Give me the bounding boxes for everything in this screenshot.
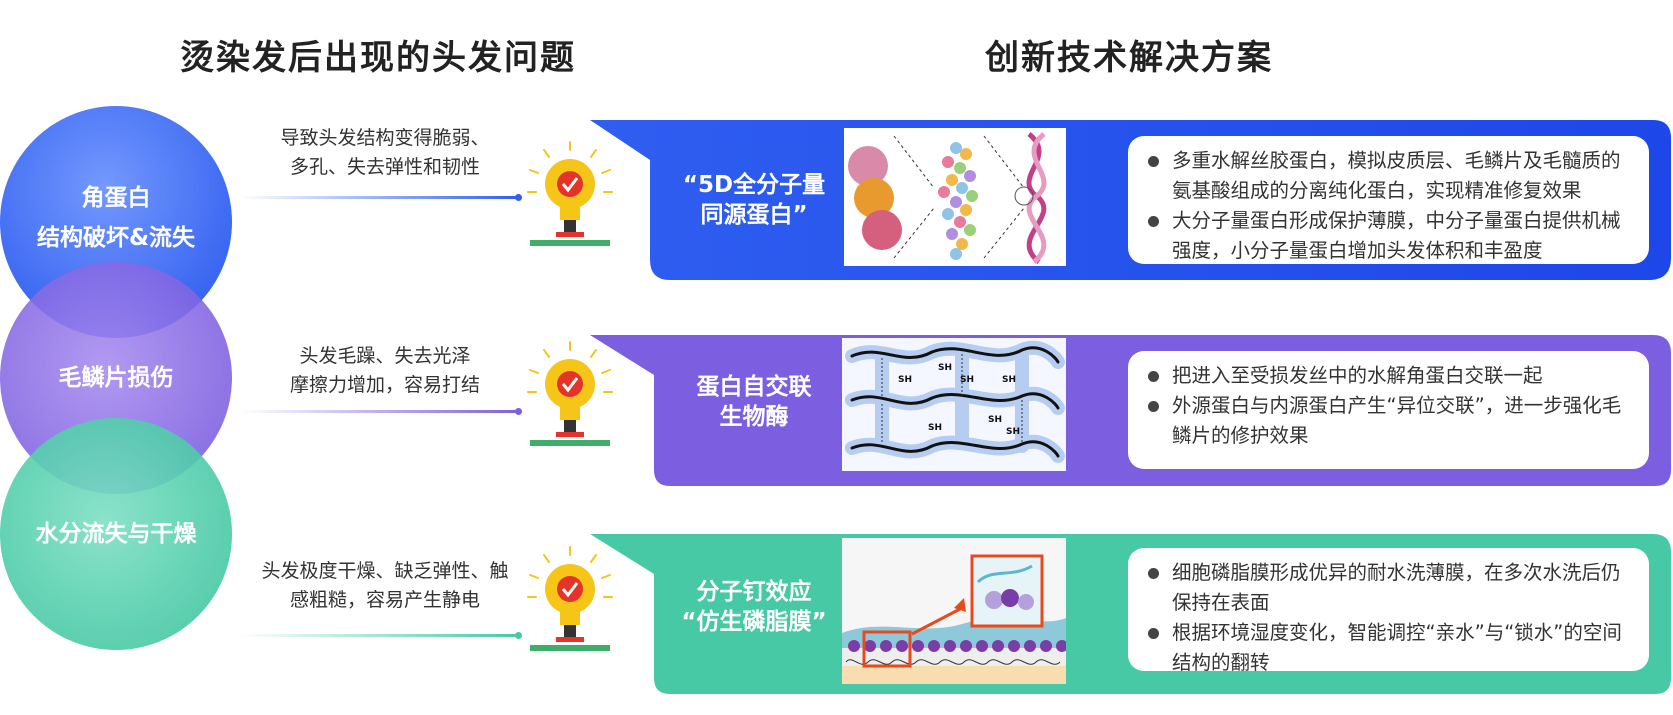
lightbulb-check-icon (527, 341, 613, 446)
solution-title-line: “仿生磷脂膜” (681, 609, 827, 635)
solution-bullets-3: 细胞磷脂膜形成优异的耐水洗薄膜，在多次水洗后仍保持在表面 根据环境湿度变化，智能… (1128, 548, 1649, 674)
description-line: 导致头发结构变得脆弱、 (280, 127, 490, 149)
solution-title-2: 蛋白自交联 生物酶 (659, 372, 849, 432)
description-line: 头发毛躁、失去光泽 (299, 345, 471, 367)
circle-label-line: 角蛋白 (81, 185, 151, 211)
description-line: 多孔、失去弹性和韧性 (289, 156, 480, 178)
description-line: 头发极度干燥、缺乏弹性、触 (261, 560, 509, 582)
sh-label: SH (928, 423, 942, 433)
problem-description-2: 头发毛躁、失去光泽 摩擦力增加，容易打结 (250, 342, 520, 400)
solution-title-1: “5D全分子量 同源蛋白” (659, 170, 849, 230)
solution-title-line: 蛋白自交联 (696, 374, 812, 400)
bullet-item: 大分子量蛋白形成保护薄膜，中分子量蛋白提供机械强度，小分子量蛋白增加头发体积和丰… (1144, 206, 1639, 266)
lightbulb-check-icon (527, 546, 613, 651)
lightbulb-check-icon (527, 141, 613, 246)
solution-bullets-1: 多重水解丝胶蛋白，模拟皮质层、毛鳞片及毛髓质的氨基酸组成的分离纯化蛋白，实现精准… (1128, 136, 1649, 264)
connector-line (240, 632, 522, 639)
solution-title-3: 分子钉效应 “仿生磷脂膜” (659, 577, 849, 637)
problems-heading: 烫染发后出现的头发问题 (180, 38, 576, 78)
connector-line (240, 408, 522, 415)
sh-label: SH (1006, 427, 1020, 437)
sh-label: SH (988, 415, 1002, 425)
solution-title-line: 分子钉效应 (696, 579, 812, 605)
sh-label: SH (960, 375, 974, 385)
sh-label: SH (938, 363, 952, 373)
protein-molecule-illustration (844, 128, 1066, 266)
circle-label-line: 毛鳞片损伤 (58, 365, 174, 391)
sh-label: SH (898, 375, 912, 385)
bullet-item: 外源蛋白与内源蛋白产生“异位交联”，进一步强化毛鳞片的修护效果 (1144, 391, 1639, 451)
bullet-item: 把进入至受损发丝中的水解角蛋白交联一起 (1144, 361, 1639, 391)
description-line: 摩擦力增加，容易打结 (289, 374, 480, 396)
connector-line (240, 194, 522, 201)
description-line: 感粗糙，容易产生静电 (289, 589, 480, 611)
bullet-item: 根据环境湿度变化，智能调控“亲水”与“锁水”的空间结构的翻转 (1144, 618, 1639, 678)
problem-circle-moisture: 水分流失与干燥 (0, 418, 232, 650)
sh-label: SH (1002, 375, 1016, 385)
circle-label-line: 水分流失与干燥 (35, 521, 197, 547)
problem-description-1: 导致头发结构变得脆弱、 多孔、失去弹性和韧性 (250, 124, 520, 182)
problem-description-3: 头发极度干燥、缺乏弹性、触 感粗糙，容易产生静电 (244, 557, 526, 615)
solution-title-line: 同源蛋白” (700, 202, 808, 228)
phospholipid-film-illustration (842, 538, 1066, 684)
solution-title-line: 生物酶 (719, 404, 789, 430)
bullet-item: 多重水解丝胶蛋白，模拟皮质层、毛鳞片及毛髓质的氨基酸组成的分离纯化蛋白，实现精准… (1144, 146, 1639, 206)
bullet-item: 细胞磷脂膜形成优异的耐水洗薄膜，在多次水洗后仍保持在表面 (1144, 558, 1639, 618)
crosslink-network-illustration: SH SH SH SH SH SH SH (842, 338, 1066, 471)
solution-bullets-2: 把进入至受损发丝中的水解角蛋白交联一起 外源蛋白与内源蛋白产生“异位交联”，进一… (1128, 351, 1649, 469)
solutions-heading: 创新技术解决方案 (985, 38, 1273, 78)
solution-title-line: “5D全分子量 (682, 172, 826, 198)
circle-label-line: 结构破坏&流失 (36, 225, 196, 251)
